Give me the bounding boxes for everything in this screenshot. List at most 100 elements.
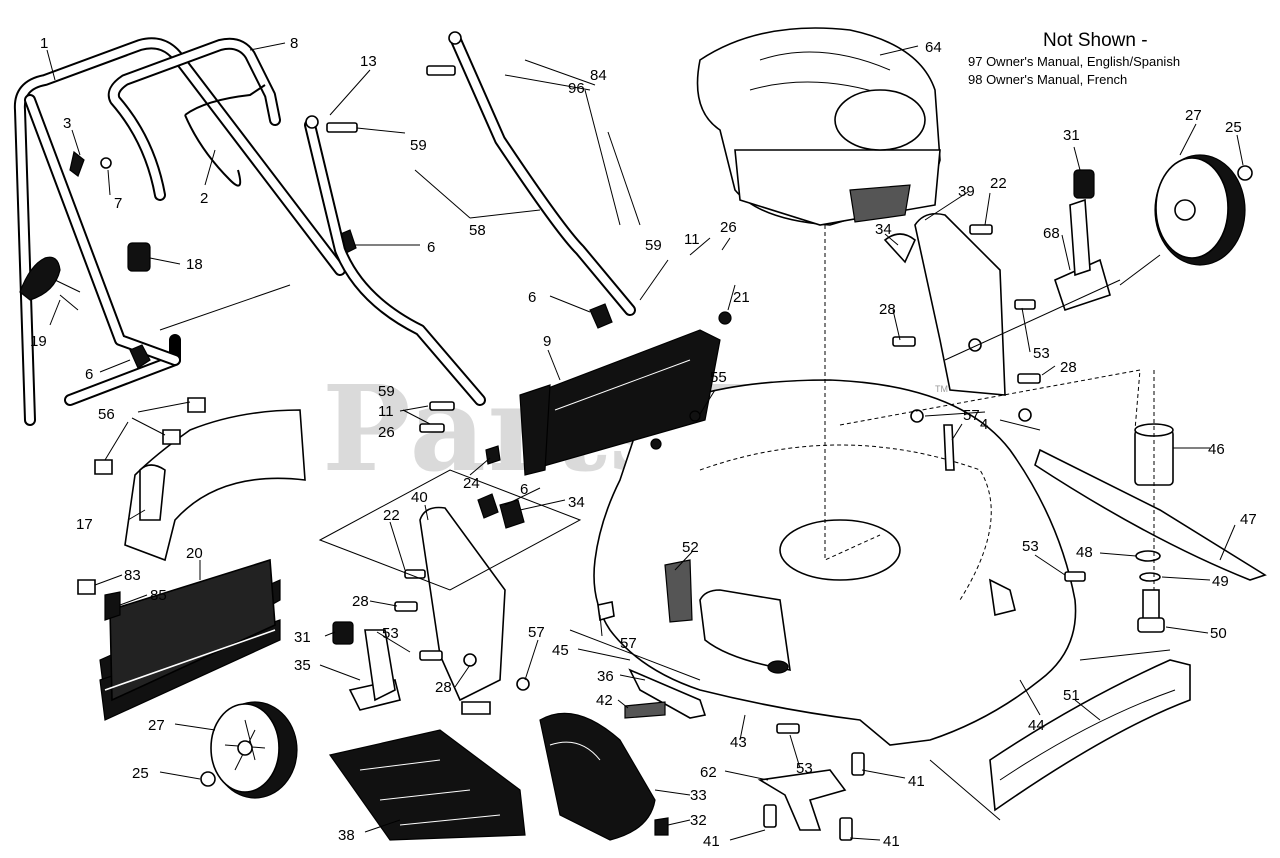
nut: [689, 410, 701, 422]
nut: [516, 677, 530, 691]
callout-label: 85: [150, 587, 167, 604]
callout-label: 25: [132, 765, 149, 782]
bolt: [776, 723, 800, 734]
callouts: 1 2 3 4 6 6 6 6 7 8 9 11 11 13 17 18 19 …: [30, 35, 1257, 850]
handle-clamp: [477, 493, 499, 519]
callout-label: 38: [338, 827, 355, 844]
deck-vent: [664, 559, 693, 623]
callout-label: 20: [186, 545, 203, 562]
callout-label: 21: [733, 289, 750, 306]
callout-label: 53: [382, 625, 399, 642]
upper-handle: [13, 37, 346, 426]
callout-label: 42: [596, 692, 613, 709]
nut: [1018, 408, 1032, 422]
bracket: [104, 591, 121, 621]
callout-label: 64: [925, 39, 942, 56]
bolt: [404, 569, 426, 579]
screw: [187, 397, 206, 413]
handle-clamp: [589, 303, 613, 329]
bolt: [394, 601, 418, 612]
callout-label: 45: [552, 642, 569, 659]
nut: [597, 601, 615, 622]
handle-knob: [305, 115, 319, 129]
height-adjuster-lever: [364, 629, 396, 702]
nut: [650, 438, 662, 450]
grass-bag: [328, 729, 526, 841]
callout-label: 51: [1063, 687, 1080, 704]
spring: [718, 311, 732, 325]
callout-label: 48: [1076, 544, 1093, 561]
bolt: [943, 424, 955, 471]
handle-knob: [448, 31, 462, 45]
callout-label: 1: [40, 35, 48, 52]
callout-label: 28: [352, 593, 369, 610]
callout-label: 47: [1240, 511, 1257, 528]
pivot-rod: [569, 629, 707, 719]
callout-label: 9: [543, 333, 551, 350]
callout-label: 34: [568, 494, 585, 511]
spring: [624, 701, 666, 719]
callout-label: 59: [645, 237, 662, 254]
callout-label: 4: [980, 416, 988, 433]
screw: [162, 429, 181, 445]
not-shown-note: Not Shown - 97 Owner's Manual, English/S…: [968, 30, 1180, 87]
callout-label: 83: [124, 567, 141, 584]
callout-label: 7: [114, 195, 122, 212]
blade: [1034, 448, 1267, 581]
callout-label: 53: [1033, 345, 1050, 362]
cable-guide: [127, 242, 151, 272]
callout-label: 41: [883, 833, 900, 850]
cable-clip: [69, 150, 85, 177]
callout-label: 25: [1225, 119, 1242, 136]
callout-label: 46: [1208, 441, 1225, 458]
callout-label: 32: [690, 812, 707, 829]
bolt: [839, 817, 853, 841]
control-bar: [107, 37, 281, 201]
callout-label: 41: [703, 833, 720, 850]
mower-deck: [593, 379, 1077, 746]
callout-label: 53: [796, 760, 813, 777]
callout-label: 34: [875, 221, 892, 238]
front-deflector: [989, 659, 1191, 812]
hub-cap: [1237, 165, 1253, 181]
callout-label: 6: [427, 239, 435, 256]
wing-nut: [499, 499, 525, 529]
callout-label: 55: [710, 369, 727, 386]
callout-label: 24: [463, 475, 480, 492]
wing-knob: [19, 256, 81, 311]
rear-bracket: [419, 506, 506, 702]
callout-label: 57: [528, 624, 545, 641]
guide-lines: [159, 254, 1171, 821]
bolt: [461, 701, 491, 715]
nut: [910, 409, 924, 423]
callout-label: 58: [469, 222, 486, 239]
not-shown-title: Not Shown -: [1043, 30, 1148, 51]
callout-label: 31: [1063, 127, 1080, 144]
callout-label: 96: [568, 80, 585, 97]
callout-label: 26: [720, 219, 737, 236]
callout-label: 49: [1212, 573, 1229, 590]
front-wheel: [1154, 154, 1246, 266]
callout-label: 22: [383, 507, 400, 524]
lever-grip: [332, 621, 354, 645]
callout-label: 28: [879, 301, 896, 318]
callout-label: 27: [148, 717, 165, 734]
callout-label: 59: [378, 383, 395, 400]
callout-label: 6: [520, 481, 528, 498]
washer: [1135, 550, 1161, 562]
callout-label: 33: [690, 787, 707, 804]
callout-label: 68: [1043, 225, 1060, 242]
spring-washer: [485, 445, 501, 465]
lock-washer: [1139, 572, 1161, 582]
handle-clamp: [129, 344, 151, 369]
callout-label: 18: [186, 256, 203, 273]
leader-lines: [46, 42, 1244, 841]
callout-label: 40: [411, 489, 428, 506]
callout-label: 39: [958, 183, 975, 200]
bag-clip: [654, 817, 669, 836]
bolt: [1017, 373, 1041, 384]
callout-label: 27: [1185, 107, 1202, 124]
callout-label: 53: [1022, 538, 1039, 555]
rear-door-flap: [99, 558, 281, 721]
